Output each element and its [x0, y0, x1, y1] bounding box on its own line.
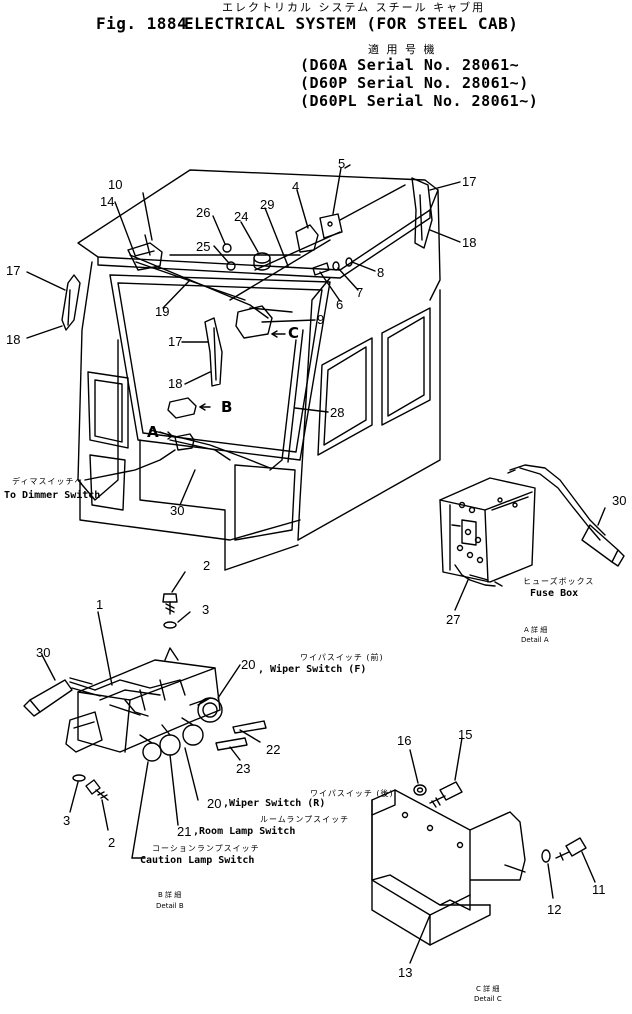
view-marker-c: C: [288, 324, 300, 342]
detail-b-caption: Detail B: [156, 902, 184, 910]
part-number-callout: 20: [207, 796, 222, 811]
part-number-callout: 12: [547, 902, 562, 917]
dimmer-switch-label-jp: ディマスイッチへ: [12, 477, 84, 486]
switch-panel-drawing: [24, 572, 266, 858]
dimmer-switch-label: To Dimmer Switch: [4, 490, 101, 501]
part-number-callout: 4: [292, 179, 300, 194]
part-number-callout: 20: [241, 657, 256, 672]
wiper-switch-front-label: , Wiper Switch (F): [258, 664, 367, 675]
steel-cab-drawing: [27, 165, 460, 570]
bracket-drawing: [372, 738, 595, 963]
fuse-box-drawing: [440, 465, 624, 610]
part-number-callout: 24: [234, 209, 249, 224]
part-number-callout: 17: [462, 174, 477, 189]
part-number-callout: 30: [612, 493, 627, 508]
view-marker-b: B: [221, 398, 233, 416]
part-number-callout: 17: [168, 334, 183, 349]
part-number-callout: 28: [330, 405, 345, 420]
part-number-callout: 2: [108, 835, 116, 850]
part-number-callout: 21: [177, 824, 192, 839]
part-number-callout: 19: [155, 304, 170, 319]
part-number-callout: 18: [462, 235, 477, 250]
detail-a-caption-jp: A 詳 細: [524, 626, 548, 634]
part-number-callout: 13: [398, 965, 413, 980]
serial-line-d60p: (D60P Serial No. 28061~): [300, 74, 529, 92]
applicability-label: 適 用 号 機: [368, 43, 437, 56]
caution-lamp-switch-label-jp: コーションランプスイッチ: [152, 844, 260, 853]
part-number-callout: 25: [196, 239, 211, 254]
part-number-callout: 27: [446, 612, 461, 627]
part-number-callout: 30: [170, 503, 185, 518]
part-number-callout: 8: [377, 265, 385, 280]
part-number-callout: 30: [36, 645, 51, 660]
part-number-callout: 18: [6, 332, 21, 347]
part-number-callout: 11: [592, 882, 606, 897]
detail-a-caption: Detail A: [521, 636, 549, 644]
part-number-callout: 6: [336, 297, 344, 312]
detail-b-caption-jp: B 詳 細: [158, 891, 182, 899]
page-title: ELECTRICAL SYSTEM (FOR STEEL CAB): [184, 14, 519, 33]
part-number-callout: 14: [100, 194, 115, 209]
wiper-switch-rear-label: ,Wiper Switch (R): [223, 798, 326, 809]
figure-number: Fig. 1884: [96, 14, 188, 33]
detail-c-caption-jp: C 詳 細: [476, 985, 500, 993]
detail-c-caption: Detail C: [474, 995, 502, 1003]
part-number-callout: 5: [338, 156, 346, 171]
room-lamp-switch-label: ,Room Lamp Switch: [193, 826, 296, 837]
caution-lamp-switch-label: Caution Lamp Switch: [140, 855, 255, 866]
view-marker-a: A: [147, 423, 159, 441]
serial-line-d60pl: (D60PL Serial No. 28061~): [300, 92, 539, 110]
room-lamp-switch-label-jp: ルームランプスイッチ: [260, 815, 350, 824]
japanese-title: エレクトリカル システム スチール キャブ用: [222, 1, 486, 14]
wiper-switch-front-label-jp: ワイパスイッチ (前): [300, 653, 384, 662]
part-number-callout: 10: [108, 177, 123, 192]
part-number-callout: 22: [266, 742, 281, 757]
part-number-callout: 16: [397, 733, 412, 748]
wiper-switch-rear-label-jp: ワイパスイッチ (後): [310, 789, 394, 798]
part-number-callout: 9: [317, 312, 325, 327]
part-number-callout: 3: [202, 602, 210, 617]
fuse-box-label-jp: ヒューズボックス: [523, 577, 595, 586]
part-number-callout: 29: [260, 197, 275, 212]
part-number-callout: 7: [356, 285, 364, 300]
part-number-callout: 26: [196, 205, 211, 220]
part-number-callout: 3: [63, 813, 71, 828]
part-number-callout: 17: [6, 263, 21, 278]
part-number-callout: 2: [203, 558, 211, 573]
fuse-box-label: Fuse Box: [530, 588, 579, 599]
part-number-callout: 18: [168, 376, 183, 391]
part-number-callout: 1: [96, 597, 104, 612]
part-number-callout: 23: [236, 761, 251, 776]
serial-line-d60a: (D60A Serial No. 28061~: [300, 56, 520, 74]
part-number-callout: 15: [458, 727, 473, 742]
